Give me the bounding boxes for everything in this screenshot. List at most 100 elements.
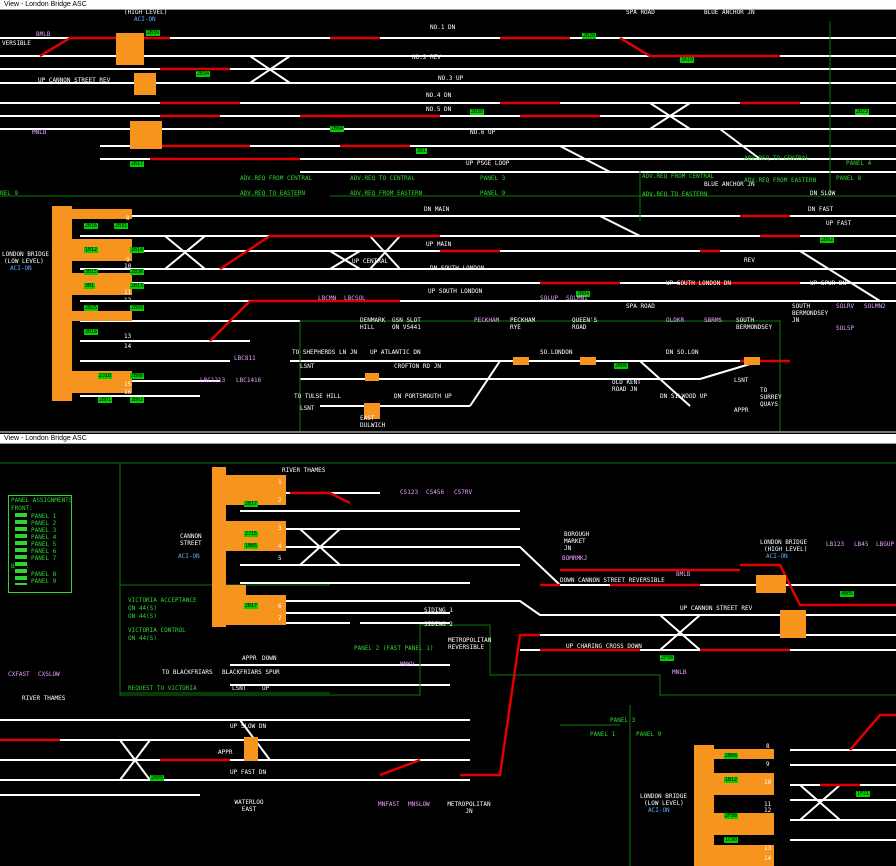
- panel-item[interactable]: PANEL 6: [31, 548, 57, 555]
- berth[interactable]: 2B01: [98, 397, 113, 403]
- berth[interactable]: 2B17: [130, 161, 145, 167]
- berth[interactable]: 2B39: [146, 30, 161, 36]
- route-label[interactable]: LBCSOL: [344, 295, 366, 302]
- route-label[interactable]: CXSLOW: [38, 671, 60, 678]
- route-label[interactable]: BOMRMKJ: [562, 555, 588, 562]
- route-label[interactable]: LBC811: [234, 355, 256, 362]
- berth[interactable]: 4B05: [840, 591, 855, 597]
- route-label[interactable]: SOLRV: [836, 303, 855, 310]
- route-label[interactable]: CXFAST: [8, 671, 30, 678]
- route-label[interactable]: LB45: [854, 541, 869, 548]
- berth[interactable]: 3B1: [84, 283, 96, 289]
- route-label[interactable]: CS123: [400, 489, 419, 496]
- advance-label[interactable]: VICTORIA CONTROL: [128, 627, 186, 634]
- panel-item[interactable]: PANEL 5: [31, 541, 57, 548]
- advance-label[interactable]: ON 44(S): [128, 605, 157, 612]
- berth[interactable]: 1C90: [724, 837, 739, 843]
- advance-request[interactable]: ADV.REQ FROM CENTRAL: [642, 173, 715, 180]
- berth[interactable]: 1B12: [724, 777, 739, 783]
- advance-request[interactable]: ADV.REQ TO EASTERN: [642, 191, 708, 198]
- advance-request[interactable]: ADV.REQ TO CENTRAL: [350, 175, 416, 182]
- berth[interactable]: 3B15: [84, 269, 99, 275]
- advance-label[interactable]: ON 44(S): [128, 635, 157, 642]
- berth[interactable]: 2J10: [98, 373, 113, 379]
- berth[interactable]: 3B1: [416, 148, 428, 154]
- berth[interactable]: 2J15: [244, 531, 259, 537]
- berth[interactable]: 1B12: [84, 247, 99, 253]
- route-label[interactable]: SOLMN2: [864, 303, 886, 310]
- panel-item[interactable]: PANEL 1: [31, 513, 57, 520]
- panel-label[interactable]: PANEL 9: [480, 190, 506, 197]
- panel-label[interactable]: PANEL 8: [836, 175, 862, 182]
- berth[interactable]: 1F21: [856, 791, 871, 797]
- route-label[interactable]: SOLUP: [540, 295, 559, 302]
- panel-item[interactable]: PANEL 4: [31, 534, 57, 541]
- route-label[interactable]: SOLMN1: [566, 295, 588, 302]
- route-label[interactable]: BMLB: [36, 31, 51, 38]
- aci-status[interactable]: ACI-ON: [10, 265, 32, 272]
- route-label[interactable]: MNSLOW: [408, 801, 430, 808]
- berth[interactable]: 2B34: [196, 71, 211, 77]
- panel-item[interactable]: PANEL 2: [31, 520, 57, 527]
- berth[interactable]: 2B30: [470, 109, 485, 115]
- panel-label[interactable]: PANEL 1: [590, 731, 616, 738]
- berth[interactable]: 2B09: [130, 305, 145, 311]
- advance-label[interactable]: REQUEST TO VICTORIA: [128, 685, 197, 692]
- route-label[interactable]: MNFAST: [378, 801, 400, 808]
- route-label[interactable]: LBC1416: [236, 377, 262, 384]
- berth[interactable]: 2B14: [130, 247, 145, 253]
- berth[interactable]: 2B04: [330, 126, 345, 132]
- panel-label[interactable]: PANEL 2 (FAST PANEL 1): [354, 645, 434, 652]
- track-diagram-bottom[interactable]: PANEL ASSIGNMENTS FRONT: PANEL 1 PANEL 2…: [0, 445, 896, 866]
- advance-label[interactable]: ON 44(S): [128, 613, 157, 620]
- berth[interactable]: 2F08: [724, 813, 739, 819]
- advance-label[interactable]: VICTORIA ACCEPTANCE: [128, 597, 197, 604]
- berth[interactable]: 2B16: [84, 223, 99, 229]
- berth[interactable]: 3B02: [130, 397, 145, 403]
- route-label[interactable]: MNKV: [400, 661, 415, 668]
- advance-request[interactable]: ADV.REQ FROM CENTRAL: [240, 175, 313, 182]
- berth[interactable]: 2B25: [84, 305, 99, 311]
- berth[interactable]: 2B17: [244, 501, 259, 507]
- panel-item[interactable]: PANEL 9: [31, 578, 57, 585]
- advance-request[interactable]: ADV.REQ TO CENTRAL: [744, 155, 810, 162]
- berth[interactable]: 2F08: [660, 655, 675, 661]
- aci-status[interactable]: ACI-ON: [178, 553, 200, 560]
- advance-request[interactable]: ADV.REQ FROM EASTERN: [744, 177, 817, 184]
- berth[interactable]: 1B05: [244, 543, 259, 549]
- aci-status[interactable]: ACI-ON: [648, 807, 670, 814]
- berth[interactable]: 2B08: [130, 373, 145, 379]
- route-label[interactable]: LBCMN: [318, 295, 337, 302]
- panel-label[interactable]: PANEL 3: [610, 717, 636, 724]
- berth[interactable]: 2B06: [614, 363, 629, 369]
- berth[interactable]: 2B04: [576, 291, 591, 297]
- route-label[interactable]: PECKHAM: [474, 317, 500, 324]
- berth[interactable]: 2B17: [244, 603, 259, 609]
- route-label[interactable]: LBGUP: [876, 541, 895, 548]
- berth[interactable]: 2B08: [724, 753, 739, 759]
- route-label[interactable]: OLDKR: [666, 317, 685, 324]
- route-label[interactable]: SOLSP: [836, 325, 855, 332]
- route-label[interactable]: MNLB: [672, 669, 687, 676]
- berth[interactable]: 2B36: [130, 269, 145, 275]
- route-label[interactable]: MNLB: [32, 129, 47, 136]
- berth[interactable]: 3A10: [680, 57, 695, 63]
- berth[interactable]: 2B23: [855, 109, 870, 115]
- track-diagram-top[interactable]: 2B39 2B34 2B20 3A10 2B30 2B04 2B23 3B1 2…: [0, 9, 896, 431]
- berth[interactable]: 2B31: [114, 223, 129, 229]
- berth[interactable]: 2B08: [150, 775, 165, 781]
- advance-request[interactable]: ADV.REQ FROM EASTERN: [350, 190, 423, 197]
- route-label[interactable]: SBRMS: [704, 317, 723, 324]
- route-label[interactable]: LB123: [826, 541, 845, 548]
- route-label[interactable]: LBC1213: [200, 377, 226, 384]
- aci-status[interactable]: ACI-ON: [766, 553, 788, 560]
- route-label[interactable]: CS456: [426, 489, 445, 496]
- advance-request[interactable]: ADV.REQ TO EASTERN: [240, 190, 306, 197]
- panel-item[interactable]: PANEL 8: [31, 571, 57, 578]
- berth[interactable]: 2B13: [130, 283, 145, 289]
- berth[interactable]: 2B20: [582, 33, 597, 39]
- route-label[interactable]: CS7RV: [454, 489, 473, 496]
- aci-status[interactable]: ACI-ON: [134, 16, 156, 23]
- panel-item[interactable]: PANEL 3: [31, 527, 57, 534]
- panel-label[interactable]: PANEL 4: [846, 160, 872, 167]
